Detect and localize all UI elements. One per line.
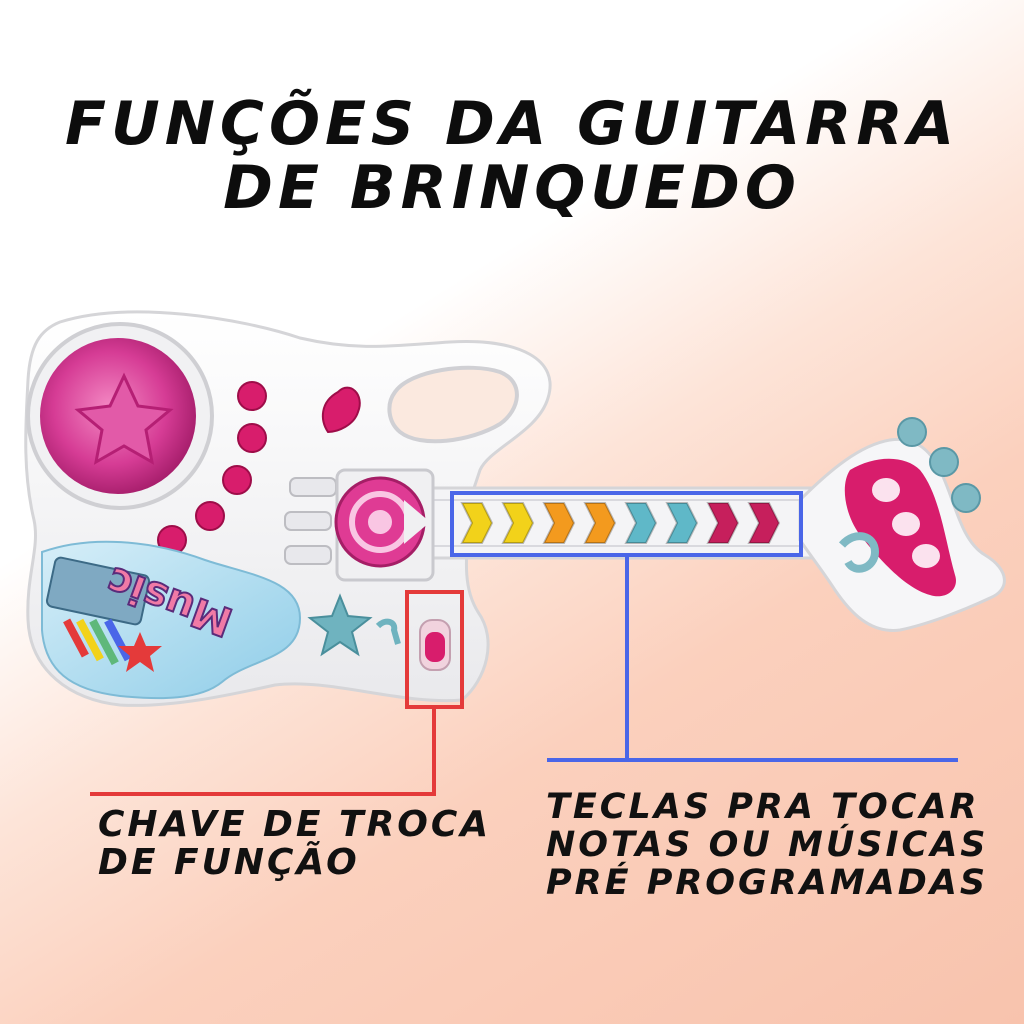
title-line-2: DE BRINQUEDO [223,153,801,223]
function-switch[interactable] [425,632,445,662]
sticker-star-icon [118,632,162,672]
keys-callout-label: TECLAS PRA TOCAR NOTAS OU MÚSICAS PRÉ PR… [546,788,989,902]
note-key-7[interactable] [706,502,740,544]
string-holders [284,477,337,565]
keys-callout-line-1: TECLAS PRA TOCAR [546,787,980,827]
title-line-1: FUNÇÕES DA GUITARRA [64,89,959,159]
note-key-5[interactable] [624,502,658,544]
switch-callout-line-2: DE FUNÇÃO [98,842,360,883]
tuning-pegs [838,417,981,573]
switch-callout-label: CHAVE DE TROCA DE FUNÇÃO [98,806,491,882]
effect-buttons[interactable] [157,381,267,555]
note-key-8[interactable] [747,502,781,544]
cassette-icon [45,556,151,626]
teal-note-icon [375,618,401,645]
note-keys[interactable] [460,502,781,544]
headstock-hole-2 [892,512,920,536]
teal-star-icon [307,593,373,657]
keys-callout-line-3: PRÉ PROGRAMADAS [546,863,989,903]
note-key-4[interactable] [583,502,617,544]
keys-callout-line-2: NOTAS OU MÚSICAS [546,825,989,865]
headstock-hole-1 [872,478,900,502]
heart-button[interactable] [321,386,361,434]
note-key-2[interactable] [501,502,535,544]
drum-star-icon [74,372,174,465]
body-cutout [387,365,519,444]
page-title: FUNÇÕES DA GUITARRA DE BRINQUEDO [0,92,1024,220]
headstock-hole-3 [912,544,940,568]
note-key-6[interactable] [665,502,699,544]
note-key-3[interactable] [542,502,576,544]
switch-callout-line-1: CHAVE DE TROCA [98,804,492,845]
note-key-1[interactable] [460,502,494,544]
